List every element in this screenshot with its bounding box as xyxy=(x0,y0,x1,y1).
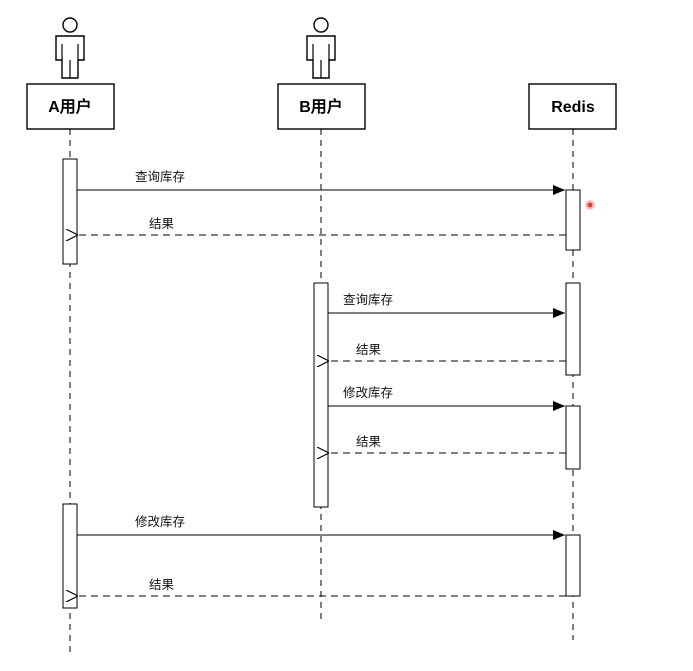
participant-label-b: B用户 xyxy=(299,97,343,116)
message-label-query-b: 查询库存 xyxy=(343,292,393,307)
participant-box-redis xyxy=(528,83,617,130)
participant-box-a xyxy=(26,83,115,130)
activation-bar-redis-3 xyxy=(565,405,581,470)
activation-bar-redis-1 xyxy=(565,189,581,251)
activation-bar-a-1 xyxy=(62,158,78,265)
message-label-update-b: 修改库存 xyxy=(343,385,393,400)
stick-figure-icon xyxy=(55,17,85,79)
activation-bar-redis-2 xyxy=(565,282,581,376)
return-label-result-a-2: 结果 xyxy=(149,577,175,592)
message-label-update-a: 修改库存 xyxy=(135,514,185,529)
message-label-query-a: 查询库存 xyxy=(135,169,185,184)
return-label-result-a-1: 结果 xyxy=(149,216,175,231)
participant-label-a: A用户 xyxy=(48,97,92,116)
activation-bar-b-1 xyxy=(313,282,329,508)
cursor-highlight-dot xyxy=(585,200,595,210)
participant-label-redis: Redis xyxy=(551,99,595,116)
return-label-result-b-2: 结果 xyxy=(356,434,382,449)
stick-figure-icon xyxy=(306,17,336,79)
activation-bar-redis-4 xyxy=(565,534,581,597)
activation-bar-a-2 xyxy=(62,503,78,609)
return-label-result-b-1: 结果 xyxy=(356,342,382,357)
participant-box-b xyxy=(277,83,366,130)
